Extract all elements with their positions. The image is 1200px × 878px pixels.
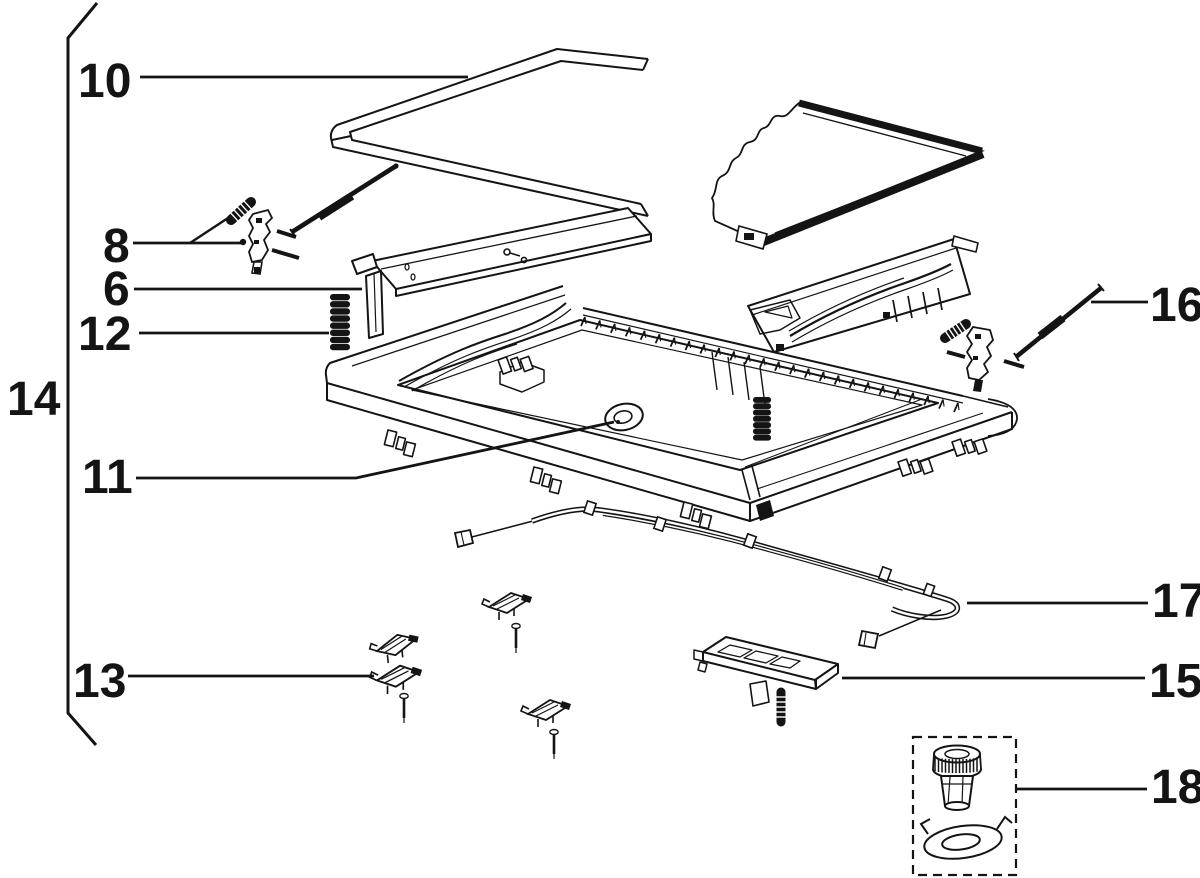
leader-dot-8	[239, 238, 247, 246]
callout-label-15: 15	[1149, 655, 1200, 708]
callout-label-10: 10	[78, 55, 131, 108]
callout-label-18: 18	[1151, 761, 1200, 814]
part-10-deflector-frame	[329, 48, 649, 217]
washer-plate	[919, 815, 1013, 860]
callout-label-16: 16	[1150, 279, 1200, 332]
part-16-link-rod	[940, 283, 1105, 392]
part-15-switch-unit	[693, 636, 839, 727]
upper-rail-assembly	[747, 235, 979, 353]
part-13-brackets	[367, 592, 572, 761]
part-12-spring	[330, 294, 350, 351]
callout-label-11: 11	[82, 451, 133, 504]
right-spring	[753, 397, 771, 441]
callout-label-14: 14	[7, 373, 61, 426]
callout-label-13: 13	[73, 655, 126, 708]
part-18-detail-box	[911, 735, 1018, 877]
deflector-arm-rod	[289, 163, 399, 237]
glass-panel	[710, 99, 985, 251]
leader-line-11	[136, 420, 615, 480]
part-8-latch-assembly	[226, 197, 300, 275]
leader-line2-8	[189, 216, 229, 245]
part-6-deflector-blade	[351, 207, 652, 339]
part-11-grommet	[604, 402, 644, 432]
part-17-cable-harness	[453, 499, 961, 650]
callout-label-17: 17	[1152, 575, 1200, 628]
callout-label-12: 12	[78, 308, 131, 361]
crank-knob	[932, 744, 982, 811]
main-frame-assembly	[324, 235, 1018, 530]
part-14-bracket	[66, 2, 99, 746]
callout-label-8: 8	[103, 220, 130, 273]
callout-label-6: 6	[103, 263, 130, 316]
